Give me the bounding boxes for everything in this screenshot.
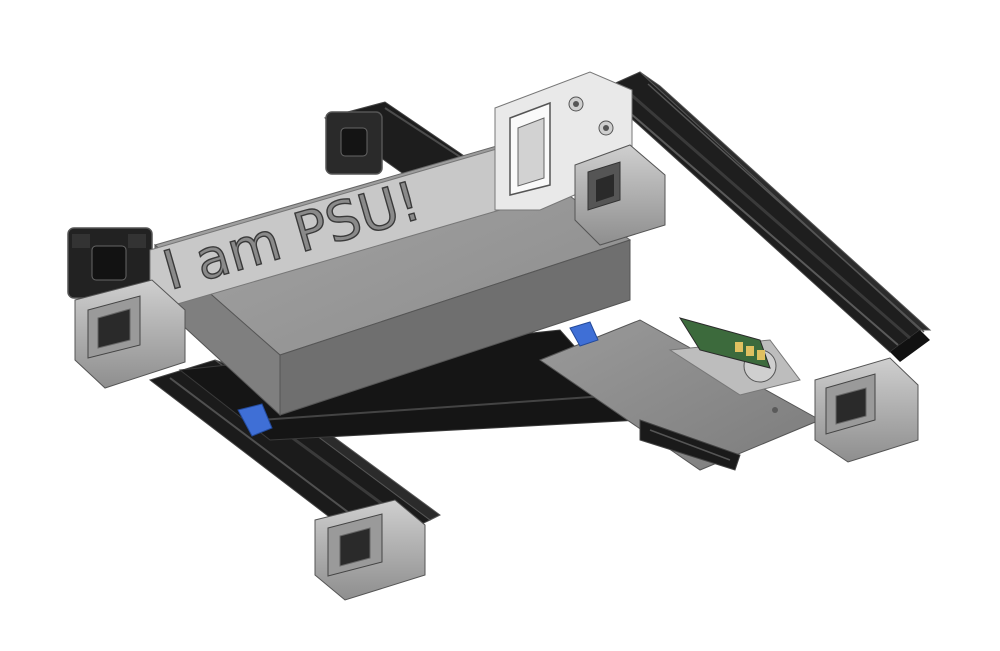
control-board-pcb[interactable] — [678, 317, 771, 369]
aluminum-extrusion-left-end[interactable] — [67, 227, 153, 299]
mounting-plate[interactable] — [538, 319, 822, 471]
corner-bracket-bottom[interactable] — [314, 499, 426, 601]
aluminum-extrusion-rear-left[interactable] — [323, 101, 472, 181]
aluminum-extrusion-right[interactable] — [599, 71, 932, 362]
corner-bracket-left[interactable] — [74, 279, 186, 389]
aluminum-extrusion-right-rail[interactable] — [639, 419, 741, 471]
psu-clip-left[interactable] — [237, 403, 273, 437]
corner-bracket-top-right[interactable] — [574, 144, 666, 246]
corner-bracket-right[interactable] — [814, 357, 919, 463]
psu-clip-right[interactable] — [569, 321, 599, 347]
